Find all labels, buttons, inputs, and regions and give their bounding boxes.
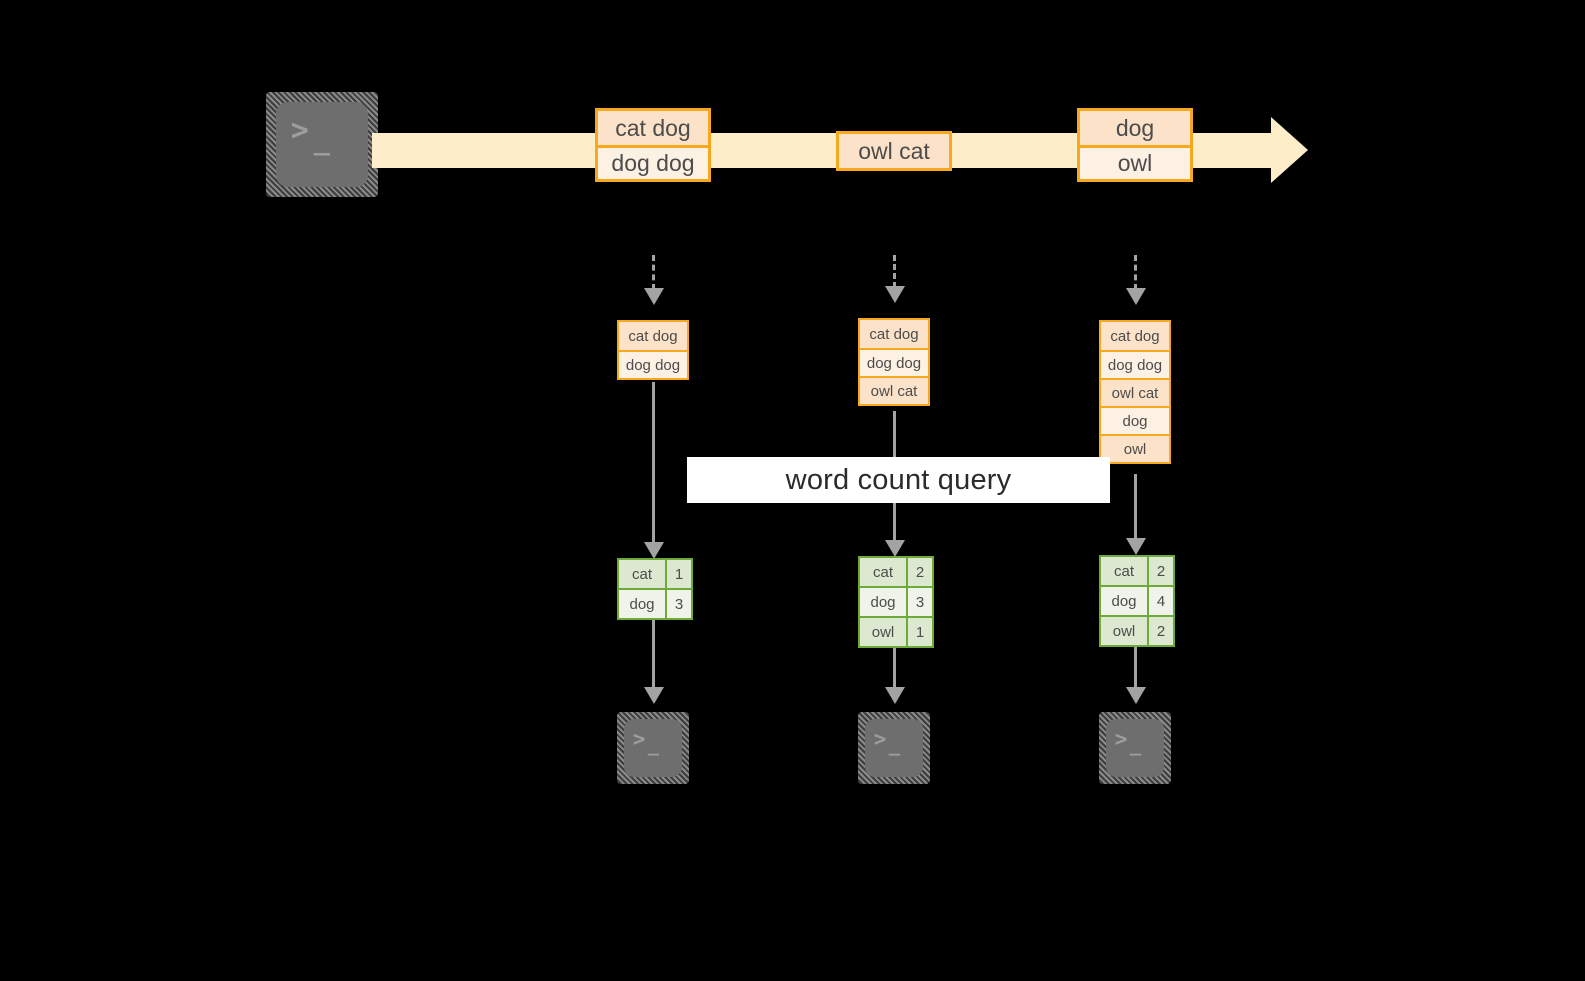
prompt-underscore-icon: _	[888, 734, 901, 757]
terminal-screen: > _	[1106, 719, 1164, 777]
table-row: cat 2	[860, 558, 932, 586]
sink-terminal-icon-2: > _	[858, 712, 930, 784]
window-buffer-2: cat dog dog dog owl cat	[858, 318, 930, 406]
result-table-1: cat 1 dog 3	[617, 558, 693, 620]
window-buffer-3: cat dog dog dog owl cat dog owl	[1099, 320, 1171, 464]
table-row: owl 1	[860, 616, 932, 646]
window-record: dog dog	[1101, 350, 1169, 378]
result-to-sink-connector	[893, 648, 896, 692]
stream-to-window-arrowhead-icon	[885, 286, 905, 303]
result-table-2: cat 2 dog 3 owl 1	[858, 556, 934, 648]
result-to-sink-arrowhead-icon	[1126, 687, 1146, 704]
query-label-band: word count query	[687, 457, 1110, 503]
stream-to-window-arrowhead-icon	[644, 288, 664, 305]
result-word: cat	[619, 560, 665, 588]
result-count: 2	[1147, 557, 1173, 585]
stream-records-group-1: cat dog dog dog	[595, 108, 711, 182]
result-word: cat	[860, 558, 906, 586]
window-record: cat dog	[1101, 322, 1169, 350]
window-record: owl	[1101, 434, 1169, 462]
result-count: 3	[665, 590, 691, 618]
table-row: cat 1	[619, 560, 691, 588]
result-word: dog	[860, 588, 906, 616]
window-record: dog	[1101, 406, 1169, 434]
result-word: cat	[1101, 557, 1147, 585]
stream-to-window-connector	[1134, 255, 1137, 290]
table-row: owl 2	[1101, 615, 1173, 645]
sink-terminal-icon-1: > _	[617, 712, 689, 784]
stream-record: owl	[1080, 145, 1190, 179]
window-record: owl cat	[1101, 378, 1169, 406]
result-word: owl	[860, 618, 906, 646]
terminal-screen: > _	[276, 102, 368, 187]
query-label: word count query	[785, 463, 1012, 496]
stream-record: cat dog	[598, 111, 708, 145]
prompt-underscore-icon: _	[647, 734, 660, 757]
window-record: dog dog	[619, 350, 687, 378]
stream-to-window-connector	[652, 255, 655, 290]
result-count: 2	[906, 558, 932, 586]
source-terminal-icon: > _	[266, 92, 378, 197]
stream-arrow-head-icon	[1271, 117, 1308, 183]
table-row: dog 3	[860, 586, 932, 616]
window-buffer-1: cat dog dog dog	[617, 320, 689, 380]
stream-records-group-2: owl cat	[836, 131, 952, 171]
prompt-underscore-icon: _	[313, 124, 330, 156]
window-to-result-connector	[652, 382, 655, 547]
prompt-chevron-icon: >	[1114, 726, 1128, 751]
result-to-sink-connector	[1134, 647, 1137, 692]
result-word: dog	[1101, 587, 1147, 615]
window-record: dog dog	[860, 348, 928, 376]
table-row: dog 4	[1101, 585, 1173, 615]
prompt-chevron-icon: >	[290, 112, 309, 148]
window-to-result-arrowhead-icon	[644, 542, 664, 559]
window-to-result-connector	[1134, 474, 1137, 544]
window-to-result-arrowhead-icon	[885, 540, 905, 557]
table-row: cat 2	[1101, 557, 1173, 585]
prompt-underscore-icon: _	[1129, 734, 1142, 757]
result-count: 3	[906, 588, 932, 616]
stream-to-window-connector	[893, 255, 896, 288]
result-to-sink-arrowhead-icon	[644, 687, 664, 704]
result-table-3: cat 2 dog 4 owl 2	[1099, 555, 1175, 647]
result-to-sink-arrowhead-icon	[885, 687, 905, 704]
sink-terminal-icon-3: > _	[1099, 712, 1171, 784]
window-record: owl cat	[860, 376, 928, 404]
terminal-screen: > _	[624, 719, 682, 777]
prompt-chevron-icon: >	[873, 726, 887, 751]
terminal-screen: > _	[865, 719, 923, 777]
table-row: dog 3	[619, 588, 691, 618]
window-to-result-arrowhead-icon	[1126, 538, 1146, 555]
stream-records-group-3: dog owl	[1077, 108, 1193, 182]
result-word: dog	[619, 590, 665, 618]
prompt-chevron-icon: >	[632, 726, 646, 751]
result-count: 4	[1147, 587, 1173, 615]
result-word: owl	[1101, 617, 1147, 645]
result-count: 2	[1147, 617, 1173, 645]
window-record: cat dog	[860, 320, 928, 348]
result-count: 1	[665, 560, 691, 588]
stream-record: dog dog	[598, 145, 708, 179]
window-record: cat dog	[619, 322, 687, 350]
stream-record: owl cat	[839, 134, 949, 168]
result-count: 1	[906, 618, 932, 646]
stream-record: dog	[1080, 111, 1190, 145]
stream-to-window-arrowhead-icon	[1126, 288, 1146, 305]
result-to-sink-connector	[652, 620, 655, 692]
